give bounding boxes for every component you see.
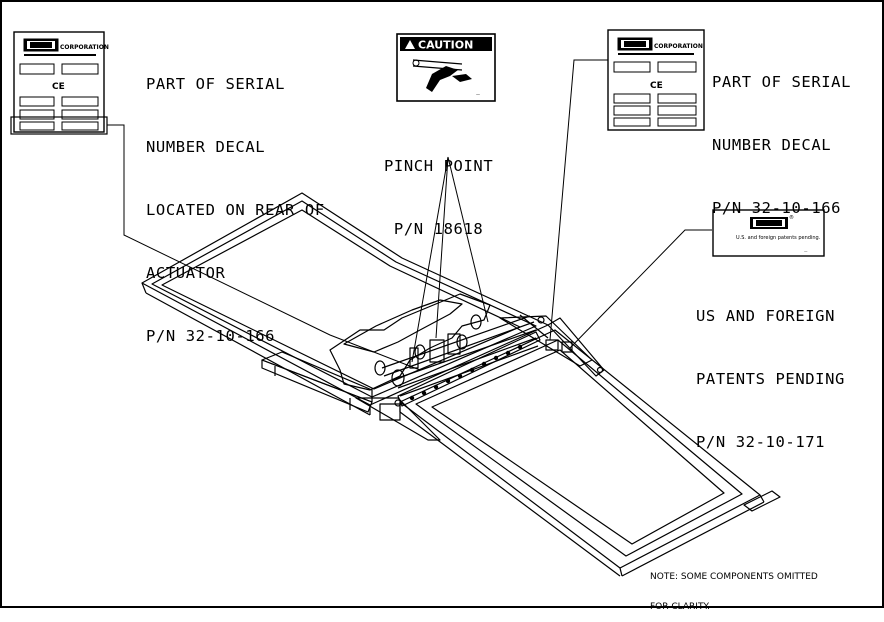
caution-header: CAUTION [418,39,473,52]
drawing-border [0,0,884,608]
label-pinch-line1: PINCH POINT [384,157,494,175]
leader-right [549,59,608,341]
drawing-canvas: CORPORATION CE CAUTION — [0,0,884,608]
label-serial-left-line1: PART OF SERIAL [146,75,286,93]
label-patents-line1: US AND FOREIGN [696,307,836,325]
svg-text:®: ® [789,214,794,221]
label-pinch-point: PINCH POINT P/N 18618 [384,114,493,261]
leader-patent [569,229,712,349]
patent-decal-text: U.S. and foreign patents pending. [736,235,821,241]
decal-right-ce: CE [650,81,663,91]
label-patents: US AND FOREIGN PATENTS PENDING P/N 32-10… [696,264,845,474]
hinge-strip [394,331,541,407]
leader-left [107,124,421,371]
svg-text:—: — [804,249,808,253]
label-serial-right-line3: P/N 32-10-166 [712,199,842,217]
side-arm-right [499,314,605,377]
label-patents-line2: PATENTS PENDING [696,370,845,388]
label-pinch-line2: P/N 18618 [384,220,484,238]
label-serial-right-line2: NUMBER DECAL [712,136,832,154]
label-serial-right: PART OF SERIAL NUMBER DECAL P/N 32-10-16… [712,30,851,240]
side-arm-left [261,351,441,441]
label-serial-left-line2: NUMBER DECAL [146,138,266,156]
actuator-mechanism [329,293,539,397]
note-line2: FOR CLARITY. [650,602,710,612]
svg-text:—: — [476,92,480,97]
decal-left-corp: CORPORATION [60,44,109,51]
decal-right-corp: CORPORATION [654,43,703,50]
note-line1: NOTE: SOME COMPONENTS OMITTED [650,572,818,582]
label-serial-left-line3: LOCATED ON REAR OF [146,201,325,219]
lift-platform-drawing [141,192,781,577]
platform-lower-ramp [399,329,781,577]
note-omitted: NOTE: SOME COMPONENTS OMITTED FOR CLARIT… [650,552,818,622]
patent-decal: ® U.S. and foreign patents pending. — [712,209,825,257]
label-patents-line3: P/N 32-10-171 [696,433,826,451]
serial-decal-left: CORPORATION CE [10,31,109,135]
label-serial-right-line1: PART OF SERIAL [712,73,852,91]
caution-decal: CAUTION — [396,33,496,102]
label-serial-left-line4: ACTUATOR [146,264,226,282]
platform-upper [141,192,549,416]
decal-left-ce: CE [52,82,65,92]
label-serial-left: PART OF SERIAL NUMBER DECAL LOCATED ON R… [146,32,325,368]
serial-decal-right: CORPORATION CE [607,29,705,131]
label-serial-left-line5: P/N 32-10-166 [146,327,276,345]
